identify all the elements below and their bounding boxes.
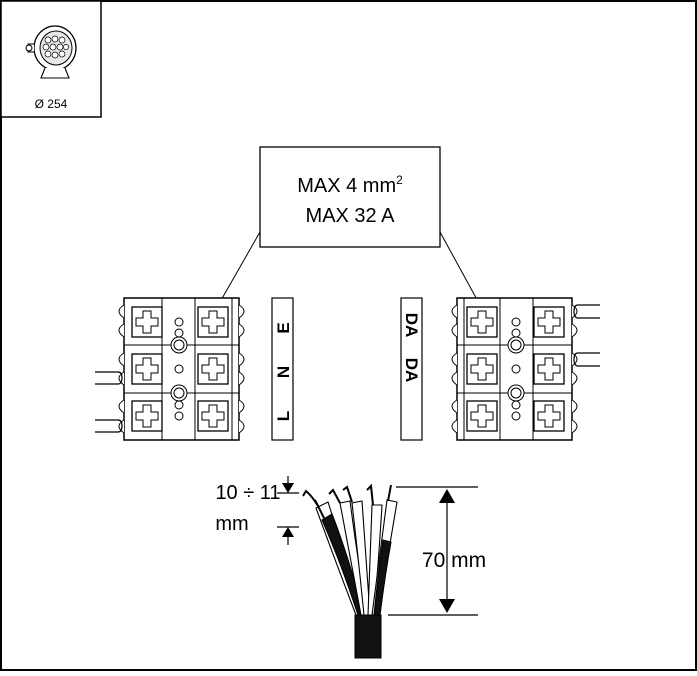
label-strip-lne: E N L — [271, 297, 294, 441]
label-da-2: DA — [402, 358, 421, 383]
product-thumbnail: Ø 254 — [0, 0, 102, 118]
terminal-block-left — [95, 297, 245, 441]
strip-length-unit: mm — [215, 513, 248, 535]
label-n: N — [274, 366, 293, 378]
diameter-label: Ø 254 — [35, 97, 68, 111]
strip-length-value: 10 ÷ 11 — [215, 482, 280, 504]
stripped-cable — [302, 483, 398, 659]
terminal-block-right — [451, 297, 600, 441]
label-l: L — [274, 411, 293, 421]
sheath-strip-dimension: 70 mm — [388, 486, 486, 616]
strip-length-dimension: 10 ÷ 11 mm — [215, 476, 299, 545]
round-floodlight-icon — [25, 25, 77, 79]
label-da-1: DA — [402, 313, 421, 338]
label-strip-da: DA DA — [400, 297, 423, 441]
spec-max-current: MAX 32 A — [306, 205, 396, 227]
sheath-strip-value: 70 mm — [422, 549, 486, 572]
label-e: E — [274, 322, 293, 333]
spec-box: MAX 4 mm2 MAX 32 A — [259, 146, 441, 248]
spec-max-section: MAX 4 mm2 — [297, 173, 403, 197]
